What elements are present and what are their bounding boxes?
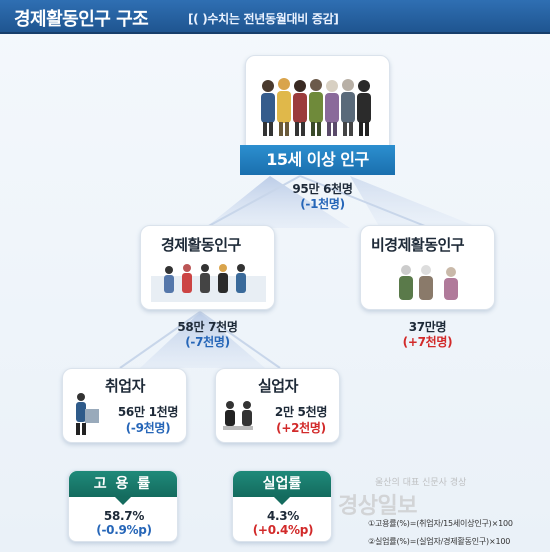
non-economically-active-value: 37만명 (408, 320, 447, 334)
fan-middle (140, 312, 265, 368)
connector-line-right (299, 175, 431, 229)
page-subtitle: [( )수치는 전년동월대비 증감] (188, 12, 339, 26)
non-economically-active-card: 비경제활동인구 (360, 225, 495, 310)
connector-line-left (204, 175, 301, 229)
unemployed-card: 실업자 2만 5천명 (+2천명) (215, 368, 340, 443)
unemployment-rate-value: 4.3% (266, 509, 300, 523)
footnote-unemployment-rate: ②실업률(%)=(실업자/경제활동인구)×100 (368, 537, 511, 546)
unemployed-change: (+2천명) (276, 421, 326, 435)
non-economically-active-change: (+7천명) (402, 335, 453, 349)
unemployed-value: 2만 5천명 (274, 405, 328, 419)
employed-value: 56만 1천명 (117, 405, 179, 419)
employment-rate-value: 58.7% (103, 509, 145, 523)
economically-active-card: 경제활동인구 (140, 225, 275, 310)
people-group-icon (261, 78, 371, 136)
employed-change: (-9천명) (125, 421, 171, 435)
title-bar: 경제활동인구 구조 [( )수치는 전년동월대비 증감] (0, 0, 550, 34)
economically-active-value: 58만 7천명 (177, 320, 238, 334)
population15-banner: 15세 이상 인구 (240, 145, 395, 175)
population15-card (245, 55, 390, 155)
footnote-employment-rate: ①고용률(%)=(취업자/15세이상인구)×100 (368, 519, 513, 528)
fan-right (350, 176, 480, 228)
employment-rate-change: (-0.9%p) (96, 523, 152, 537)
employment-rate-box: 고 용 률 58.7% (-0.9%p) (68, 470, 178, 542)
page-title: 경제활동인구 구조 (14, 9, 149, 30)
jobseekers-icon (223, 401, 253, 430)
population15-value: 95만 6천명 (292, 182, 353, 196)
economically-active-label: 경제활동인구 (161, 236, 241, 254)
unemployed-label: 실업자 (258, 377, 298, 395)
office-worker-icon (76, 393, 99, 435)
watermark-tagline: 울산의 대표 신문사 경상 (375, 478, 467, 488)
population15-change: (-1천명) (300, 197, 345, 211)
employed-card: 취업자 56만 1천명 (-9천명) (62, 368, 187, 443)
employed-label: 취업자 (105, 377, 145, 395)
non-economically-active-label: 비경제활동인구 (371, 236, 465, 254)
economically-active-change: (-7천명) (185, 335, 230, 349)
unemployment-rate-label: 실업률 (233, 471, 331, 505)
unemployment-rate-box: 실업률 4.3% (+0.4%p) (232, 470, 332, 542)
employment-rate-label: 고 용 률 (69, 471, 177, 505)
connector-line-mid-left (119, 311, 201, 369)
watermark-logo: 경상일보 (338, 494, 417, 519)
unemployment-rate-change: (+0.4%p) (252, 523, 314, 537)
fan-top (205, 176, 350, 228)
elderly-icon (399, 265, 458, 300)
workers-icon (151, 264, 266, 302)
connector-line-mid-right (199, 311, 281, 369)
